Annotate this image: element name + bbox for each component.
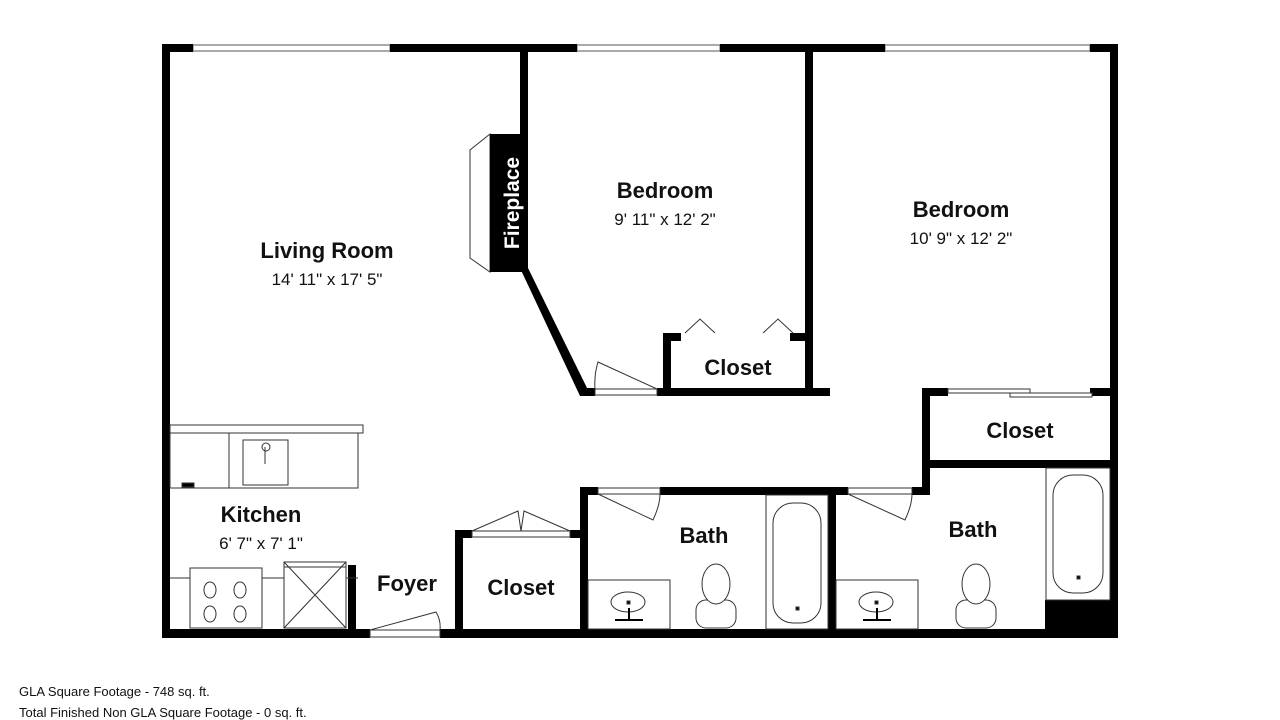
living-room-label: Living Room [260,238,393,263]
living-room-dims: 14' 11" x 17' 5" [272,270,383,289]
kitchen-dims: 6' 7" x 7' 1" [219,534,303,553]
kitchen-fixtures [169,424,364,629]
bedroom-2-dims: 10' 9" x 12' 2" [910,229,1013,248]
bath-2-label: Bath [949,517,998,542]
fireplace-label: Fireplace [501,157,524,249]
windows [192,44,1091,52]
non-gla-square-footage: Total Finished Non GLA Square Footage - … [19,705,307,720]
fireplace: Fireplace [469,132,528,273]
bath-1-label: Bath [680,523,729,548]
bedroom-1-label: Bedroom [617,178,714,203]
bedroom-closet-label: Closet [704,355,772,380]
bedroom-1-dims: 9' 11" x 12' 2" [614,210,715,229]
foyer-closet-label: Closet [487,575,555,600]
room-labels: Living Room 14' 11" x 17' 5" Bedroom 9' … [219,178,1054,600]
kitchen-label: Kitchen [221,502,302,527]
gla-square-footage: GLA Square Footage - 748 sq. ft. [19,684,210,699]
foyer-label: Foyer [377,571,437,596]
hall-closet-label: Closet [986,418,1054,443]
walls [162,44,1118,638]
bath-fixtures [587,467,1111,630]
bedroom-2-label: Bedroom [913,197,1010,222]
doors[interactable] [369,318,1093,638]
